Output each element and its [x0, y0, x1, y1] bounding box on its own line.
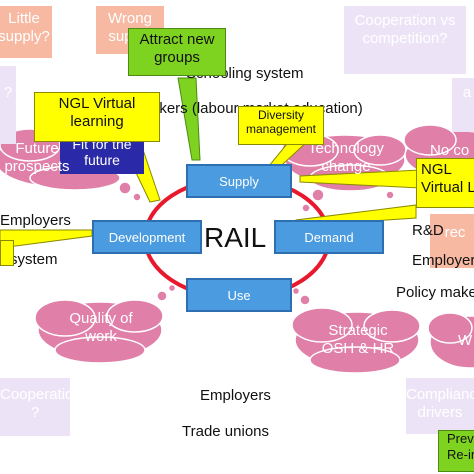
compliance-label: Compliance drivers — [406, 386, 474, 421]
attract-new-groups-callout: Attract new groups — [128, 28, 226, 76]
no-control-label: No co — [430, 142, 470, 159]
supply-node: Supply — [186, 164, 292, 198]
rail-title: RAIL — [204, 222, 267, 253]
employers-right-text: Employers — [412, 252, 474, 269]
little-supply-label: Little supply? — [0, 10, 50, 45]
rd-text: R&D — [412, 222, 444, 239]
cloud-technology: Technology change — [298, 140, 394, 176]
left-fragment-label: ? — [3, 84, 13, 101]
ngl-right-label: NGL Virtual L — [421, 161, 474, 196]
diversity-management-callout: Diversity management — [238, 106, 324, 145]
preventive-callout: Preve Re-in — [438, 430, 474, 472]
preventive-label: Preve Re-in — [447, 431, 474, 462]
technology-label: Technology change — [308, 140, 384, 175]
employers-left-text: Employers — [0, 212, 71, 229]
future-prospects-label: Future prospects — [4, 140, 70, 175]
diversity-label: Diversity management — [245, 108, 317, 137]
cooperation-box: Cooperation vs competition? — [344, 6, 466, 74]
cloud-strategic: Strategic OSH & HR — [316, 322, 400, 358]
cooperations-label: Cooperations ? — [0, 386, 90, 421]
cloud-future-prospects: Future prospects — [0, 140, 74, 176]
attract-label: Attract new groups — [139, 31, 215, 66]
trade-unions-text: Trade unions — [182, 423, 269, 440]
left-fragment-box: ? — [0, 66, 16, 144]
ngl-right-callout: NGL Virtual L — [416, 158, 474, 208]
system-left-text: system — [10, 251, 58, 268]
partial-right-box: rec — [430, 214, 474, 268]
cooperations-box: Cooperations ? — [0, 378, 89, 436]
ngl-virtual-label: NGL Virtual learning — [58, 95, 136, 130]
ngl-virtual-learning-callout: NGL Virtual learning — [34, 92, 160, 142]
employers-bottom-text: Employers — [200, 387, 271, 404]
cloud-no-control: No co — [430, 142, 474, 160]
cooperation-label: Cooperation vs competition? — [354, 12, 456, 47]
quality-work-label: Quality of work — [69, 310, 133, 345]
demand-node: Demand — [274, 220, 384, 254]
development-node: Development — [92, 220, 202, 254]
cloud-quality-work-shape — [34, 283, 177, 364]
cloud-w-shape — [427, 312, 474, 369]
w-label: W — [458, 332, 473, 349]
strategic-label: Strategic OSH & HR — [321, 322, 395, 357]
left-yellow-callout — [0, 240, 14, 266]
partial-right-label: rec — [444, 224, 466, 241]
cloud-w: W — [458, 332, 474, 350]
cloud-strategic-shape — [291, 286, 421, 374]
cloud-quality-work: Quality of work — [56, 310, 146, 346]
right-fragment-box: a — [452, 78, 474, 132]
little-supply-box: Little supply? — [0, 6, 52, 58]
right-fragment-label: a — [462, 84, 472, 101]
compliance-box: Compliance drivers — [406, 378, 474, 434]
use-node: Use — [186, 278, 292, 312]
policy-makers-text: Policy makers — [396, 284, 474, 301]
